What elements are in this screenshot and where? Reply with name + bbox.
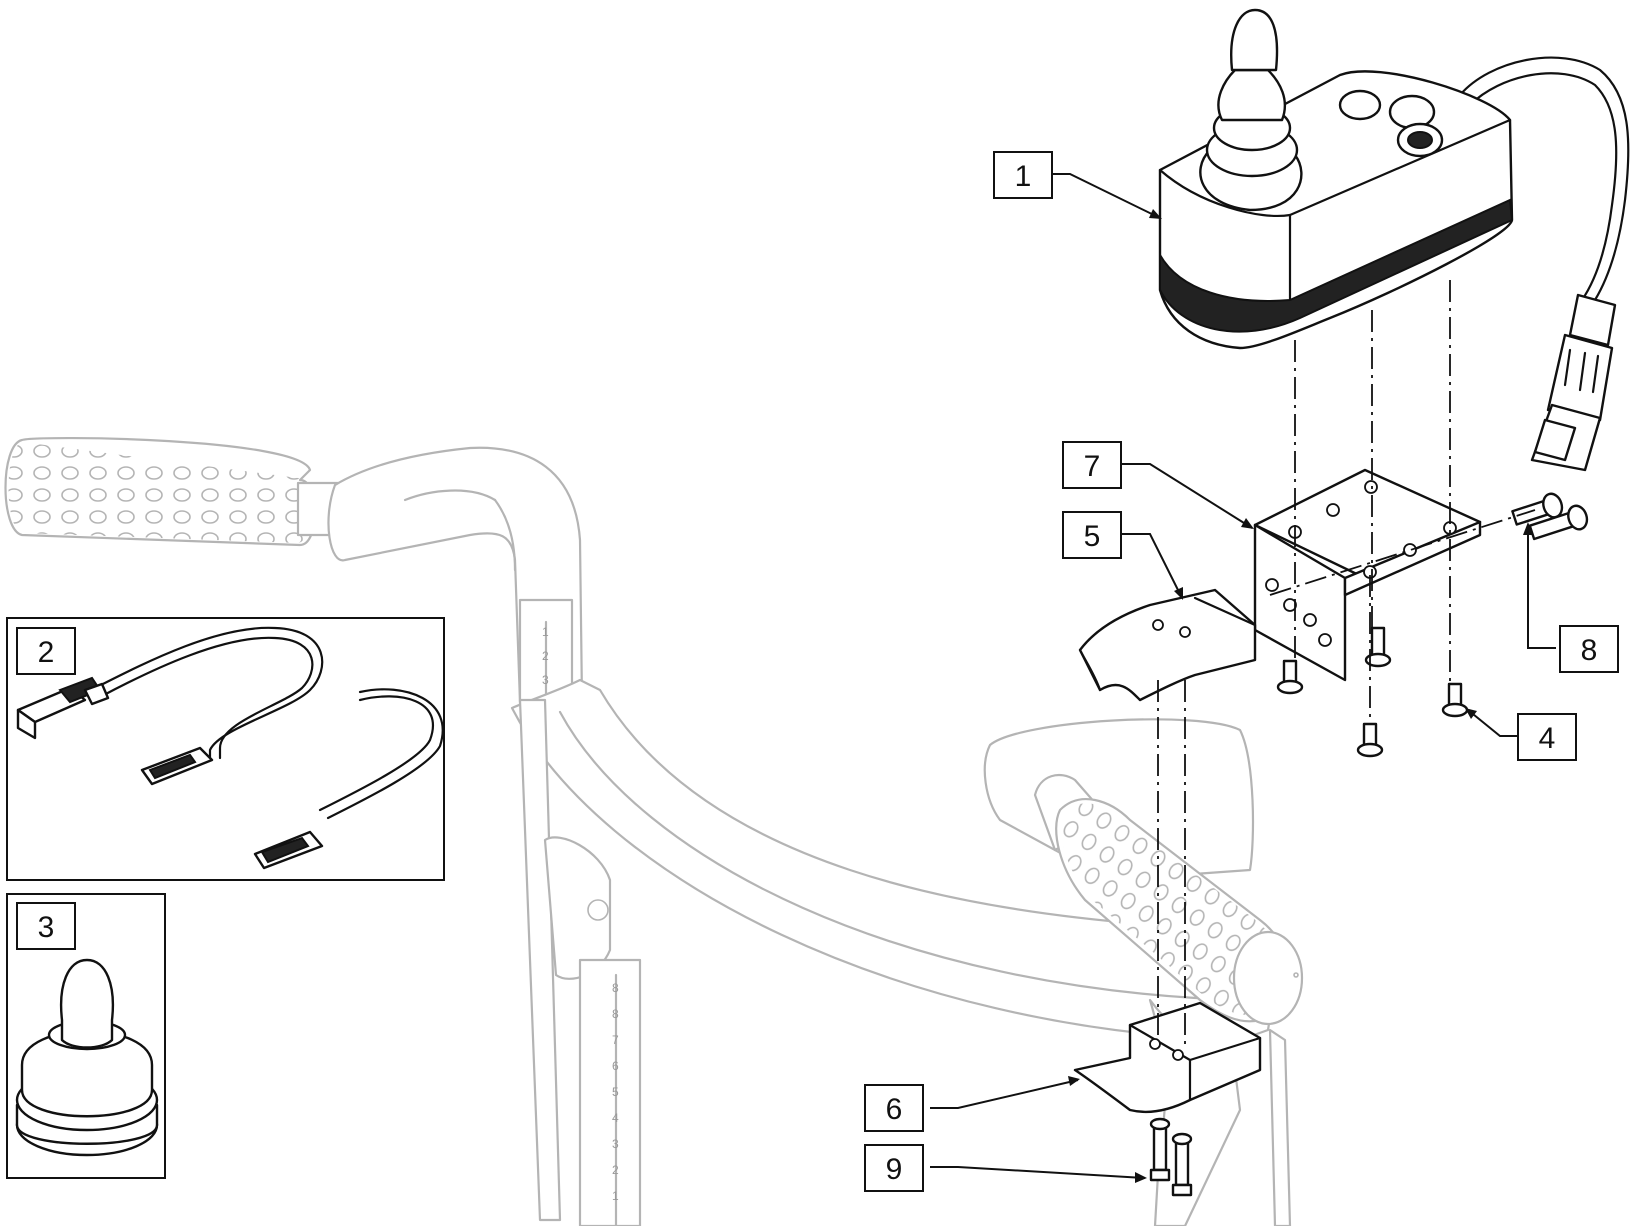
screws-9 — [1149, 1117, 1193, 1197]
callout-4: 4 — [1517, 713, 1577, 761]
screws-4 — [1276, 626, 1469, 758]
joystick-knob-icon — [1199, 8, 1303, 212]
horn-button-icon — [1388, 94, 1436, 130]
joystick-controller — [1158, 8, 1630, 472]
lower-scale-mark: 8 — [612, 1007, 619, 1021]
lower-scale-mark: 7 — [612, 1033, 619, 1047]
callout-8: 8 — [1559, 625, 1619, 673]
controller-buttons — [1338, 89, 1444, 158]
callout-3: 3 — [16, 902, 76, 950]
callout-label: 2 — [38, 636, 55, 669]
callout-label: 1 — [1015, 160, 1032, 193]
lower-scale-mark: 3 — [612, 1137, 619, 1151]
joystick-knob-icon — [15, 958, 159, 1157]
callout-5: 5 — [1062, 511, 1122, 559]
callout-2: 2 — [16, 627, 76, 675]
lower-scale-mark: 4 — [612, 1111, 619, 1125]
lower-scale-mark: 2 — [612, 1163, 619, 1177]
lower-scale: 8 8 7 6 5 4 3 2 1 — [612, 973, 619, 1226]
callout-6: 6 — [864, 1084, 924, 1132]
callout-1: 1 — [993, 151, 1053, 199]
lower-scale-mark: 5 — [612, 1085, 619, 1099]
screws-8 — [1511, 492, 1589, 541]
callout-label: 3 — [38, 911, 55, 944]
callout-label: 7 — [1084, 450, 1101, 483]
left-grip-ghost — [4, 436, 340, 547]
upper-scale-mark: 3 — [542, 673, 549, 687]
inset-knob-panel — [6, 893, 166, 1179]
callout-7: 7 — [1062, 441, 1122, 489]
upper-clamp — [1078, 588, 1257, 702]
callout-label: 5 — [1084, 520, 1101, 553]
callout-label: 6 — [886, 1093, 903, 1126]
lower-scale-mark: 1 — [612, 1189, 619, 1203]
lower-scale-mark: 8 — [612, 981, 619, 995]
lower-clamp — [1073, 1001, 1262, 1114]
inset-cable-panel — [6, 617, 445, 881]
callout-9: 9 — [864, 1144, 924, 1192]
callout-label: 8 — [1581, 634, 1598, 667]
mounting-bracket — [1253, 468, 1482, 682]
callout-label: 9 — [886, 1153, 903, 1186]
assembly-center-lines — [1157, 280, 1536, 1050]
extension-cable-icon — [16, 626, 444, 870]
upper-scale-mark: 1 — [542, 625, 549, 639]
power-button-icon — [1338, 89, 1382, 121]
ghost-handle-assembly: 1 2 3 4 8 8 7 6 5 4 3 2 1 — [4, 436, 1304, 1226]
cable-connector-icon — [1530, 293, 1617, 472]
callout-label: 4 — [1539, 722, 1556, 755]
upper-scale-mark: 2 — [542, 649, 549, 663]
lower-scale-mark: 6 — [612, 1059, 619, 1073]
